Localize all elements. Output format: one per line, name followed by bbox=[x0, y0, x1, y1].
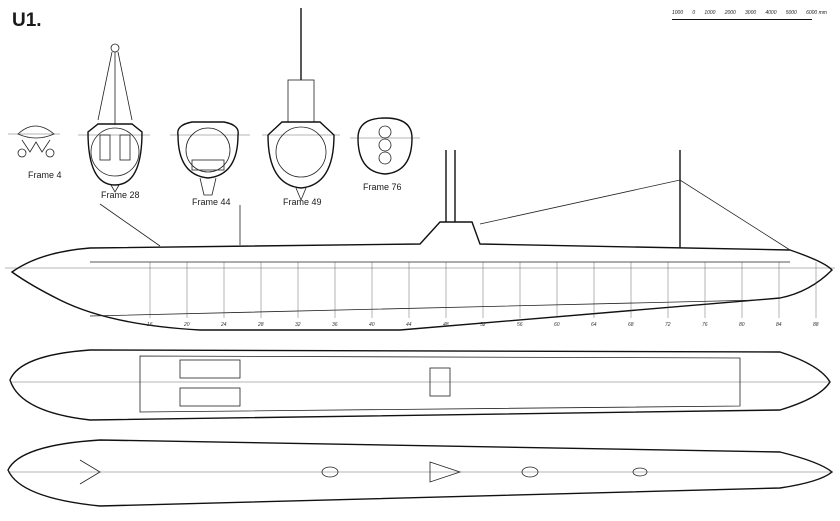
frame-number: 52 bbox=[480, 322, 486, 328]
section-frame-44 bbox=[170, 121, 250, 196]
frame-number: 80 bbox=[739, 322, 745, 328]
scale-tick: 2000 bbox=[724, 10, 736, 16]
scale-bar: 1000 0 1000 2000 3000 4000 5000 6000 mm bbox=[672, 10, 840, 20]
frame-number: 28 bbox=[257, 322, 264, 328]
section-label: Frame 44 bbox=[192, 197, 231, 207]
section-frame-4 bbox=[8, 125, 60, 158]
frame-number: 44 bbox=[406, 322, 412, 328]
frame-number: 84 bbox=[776, 322, 782, 328]
frame-number: 68 bbox=[628, 322, 634, 328]
deck-view bbox=[7, 439, 834, 507]
side-elevation: 16 20 24 28 32 36 40 44 48 52 56 60 64 68 72 76 80 84 88 bbox=[5, 150, 835, 331]
scale-tick: 0 bbox=[692, 10, 696, 16]
frame-number: 88 bbox=[813, 322, 819, 328]
frame-number: 76 bbox=[702, 322, 708, 328]
frame-number: 48 bbox=[443, 322, 449, 328]
frame-number: 20 bbox=[183, 322, 190, 328]
drawing-title: U1. bbox=[12, 10, 42, 31]
scale-tick: 3000 bbox=[745, 10, 757, 16]
frame-number: 32 bbox=[295, 322, 301, 328]
section-label: Frame 76 bbox=[363, 182, 402, 192]
frame-number: 64 bbox=[591, 322, 597, 328]
scale-tick: 5000 bbox=[785, 10, 797, 16]
frame-number: 72 bbox=[665, 322, 671, 328]
frame-number: 40 bbox=[369, 322, 375, 328]
scale-tick: 6000 mm bbox=[806, 10, 827, 16]
section-label: Frame 4 bbox=[28, 170, 62, 180]
frame-number: 60 bbox=[554, 322, 560, 328]
scale-tick: 1000 bbox=[672, 10, 684, 16]
section-label: Frame 28 bbox=[101, 190, 140, 200]
frame-number: 16 bbox=[147, 322, 153, 328]
section-frame-76 bbox=[350, 117, 420, 175]
frame-number: 36 bbox=[332, 322, 338, 328]
scale-tick: 1000 bbox=[704, 10, 716, 16]
section-label: Frame 49 bbox=[283, 197, 322, 207]
scale-line bbox=[672, 17, 812, 20]
frame-number: 24 bbox=[220, 322, 227, 328]
scale-tick: 4000 bbox=[765, 10, 777, 16]
section-frame-28 bbox=[78, 43, 150, 193]
frame-number: 56 bbox=[517, 322, 523, 328]
section-frame-49 bbox=[262, 8, 340, 202]
plan-view bbox=[9, 349, 831, 421]
